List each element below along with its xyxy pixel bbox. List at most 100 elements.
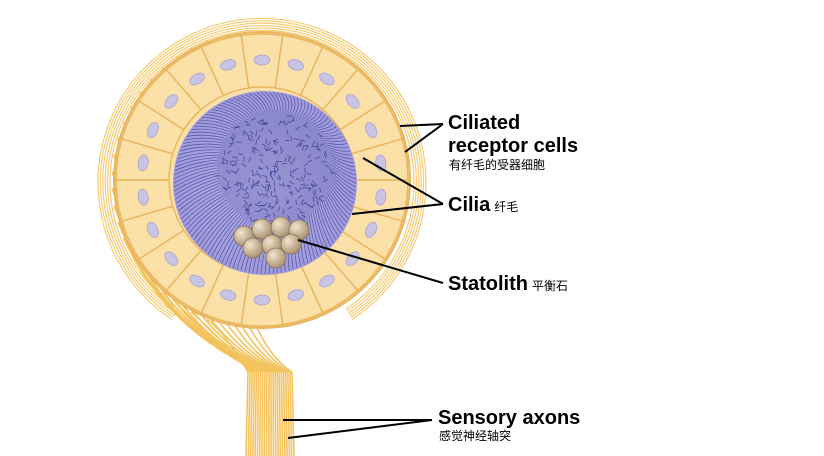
core-fiber [292,157,296,163]
core-fiber [297,187,302,193]
cell-nucleus [137,188,149,206]
core-fiber [294,186,298,192]
core-fiber [303,162,308,167]
cilium [182,140,223,144]
cilium [193,125,230,133]
cell-nucleus [253,294,271,306]
label-leader-lines [283,123,444,439]
core-fiber [280,149,284,154]
cilium [323,132,342,137]
cilium [184,137,224,141]
core-fiber [314,156,320,160]
core-fiber [244,200,248,205]
cilium [177,152,220,160]
core-fiber [248,157,252,163]
core-fiber [307,154,312,159]
cilium [331,178,355,200]
cilium [232,97,255,114]
cilium [188,199,227,234]
core-fiber [232,132,236,138]
statolith [233,216,310,269]
cell-nucleus [365,122,378,139]
cell-nucleus [219,289,237,301]
core-fiber [275,194,279,200]
core-fiber [289,170,292,176]
cilium [174,159,218,172]
cilium [284,94,290,112]
cilium [252,92,268,111]
core-fiber [311,180,316,185]
cilium [256,92,271,111]
cilium [196,122,232,131]
core-fiber [222,157,227,162]
core-fiber [235,192,240,197]
cilium [324,197,344,230]
core-fiber [225,169,230,174]
core-fiber [281,162,287,165]
core-fiber [251,146,257,149]
cilium [214,216,244,260]
core-fiber [243,191,249,196]
cilium [316,119,332,129]
core-fiber [276,176,281,181]
core-fiber [303,144,309,147]
cilium [332,162,356,176]
cilium [202,116,236,127]
cilium [189,131,227,137]
core-fiber [249,216,252,222]
cilium [208,111,240,124]
statolith-grain [280,233,302,255]
core-fiber [270,175,274,181]
cilium [268,91,278,111]
cilium [331,154,354,164]
cilium [318,206,334,244]
outer-nerve-fibers [97,17,427,320]
core-fiber [273,150,279,153]
label-ciliated-zh: 有纤毛的受器细胞 [449,158,546,172]
cell-nucleus [345,94,360,109]
core-fiber [260,158,264,164]
cilium [205,114,238,125]
cell-nucleus [375,188,387,206]
cilium [326,139,346,142]
core-fiber [289,180,295,185]
core-fiber [265,184,272,187]
outer-fiber [102,22,422,316]
core-fiber [254,203,260,207]
cilium [181,143,222,148]
core-fiber [312,196,315,202]
core-fiber [299,212,305,214]
core-fiber [286,129,289,136]
cilium [221,218,248,264]
core-fiber [316,142,319,148]
core-fiber [288,191,294,195]
core-fiber [264,180,270,184]
core-fiber [289,174,295,178]
cilium [178,185,220,212]
core-fiber [226,150,232,155]
core-fiber [244,131,249,136]
leader-ciliated-2 [404,123,444,153]
leader-ciliated-1 [399,123,444,127]
outer-fiber [107,27,417,312]
cilium [173,165,218,180]
core-fiber [258,173,262,179]
core-fiber [255,180,261,184]
cell-nucleus [253,54,271,66]
cilium [332,172,356,192]
core-fiber [236,181,239,187]
core-fiber [252,179,255,185]
core-fiber [243,156,246,162]
core-fiber [303,122,308,127]
core-fiber [299,183,305,186]
core-fiber [296,177,301,181]
cilium [179,188,221,216]
core-fiber [265,138,267,144]
cilium [214,106,244,120]
core-fiber [297,207,302,212]
label-ciliated-line1: Ciliated [448,112,521,134]
cilium [323,199,342,234]
core-fiber [254,184,260,186]
cilium [176,154,219,164]
